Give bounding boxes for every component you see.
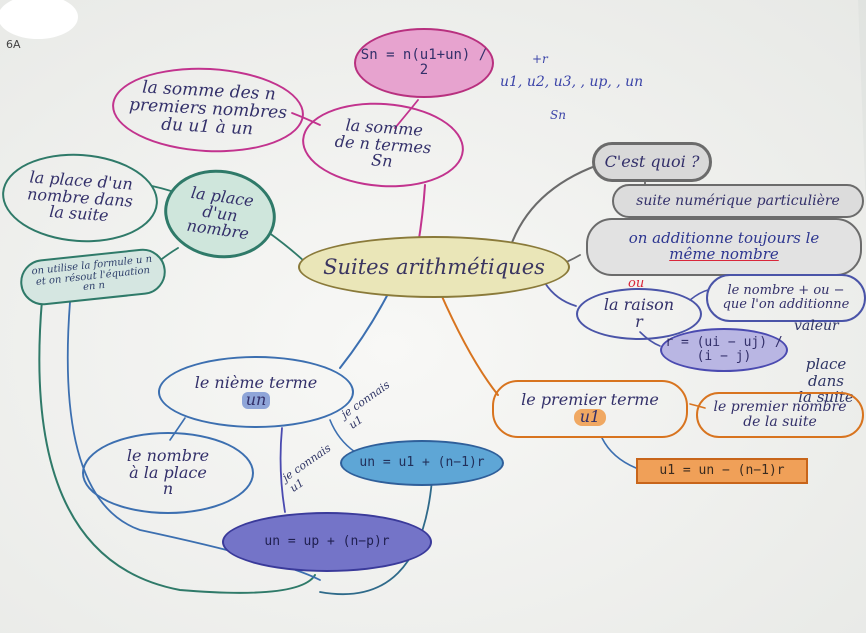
formula-note-text: on utilise la formule u n et on résout l…: [31, 254, 153, 294]
sequence-sum-label: Sn: [550, 108, 566, 122]
sequence-sketch: +r u1, u2, u3, , up, , un Sn: [500, 52, 740, 132]
add-same-number-line1: on additionne toujours le: [628, 229, 820, 248]
formula-u1-node: un = u1 + (n−1)r: [340, 440, 504, 486]
redaction-blob: [0, 0, 78, 39]
numeric-sequence-text: suite numérique particulière: [636, 192, 840, 209]
add-same-number-node: on additionne toujours le même nombre: [586, 218, 862, 276]
formula-up-node: un = up + (n−p)r: [222, 512, 432, 572]
what-is-it-node: C'est quoi ?: [592, 142, 712, 182]
add-same-number-line2: même nombre: [669, 245, 779, 263]
formula-first-term-text: u1 = un − (n−1)r: [659, 463, 785, 479]
central-topic-text: Suites arithmétiques: [323, 254, 545, 279]
common-difference-node: la raison r: [576, 288, 702, 340]
sum-line3: Sn: [370, 150, 394, 172]
number-at-place-line1: le nombre: [126, 445, 210, 465]
formula-first-term-node: u1 = un − (n−1)r: [636, 458, 808, 484]
value-label: valeur: [794, 318, 839, 334]
nth-term-line1: le nième terme: [194, 373, 318, 393]
number-at-place-node: le nombre à la place n: [82, 432, 254, 514]
first-number-line1: le premier nombre: [713, 399, 847, 416]
place-definition-line3: la suite: [48, 202, 110, 226]
difference-formula-text: r = (ui − uj) / (i − j): [665, 335, 783, 364]
what-is-it-text: C'est quoi ?: [604, 151, 700, 171]
first-term-line2: u1: [573, 408, 607, 426]
formula-u1-text: un = u1 + (n−1)r: [359, 455, 485, 471]
number-at-place-line2: à la place: [129, 462, 207, 482]
sequence-terms: u1, u2, u3, , up, , un: [500, 74, 644, 90]
photo-corner-label: 6A: [6, 38, 21, 51]
plus-r-label: +r: [532, 52, 548, 66]
difference-formula-node: r = (ui − uj) / (i − j): [660, 328, 788, 372]
difference-definition-line1: le nombre + ou −: [727, 283, 845, 299]
difference-definition-line2: que l'on additionne: [722, 297, 850, 312]
first-term-line1: le premier terme: [521, 390, 659, 410]
common-difference-line1: la raison: [603, 295, 675, 315]
place-in-sequence-line1: place dans: [805, 355, 847, 390]
sum-definition-line3: du u1 à un: [160, 114, 254, 140]
formula-up-text: un = up + (n−p)r: [264, 534, 390, 550]
common-difference-line2: r: [635, 312, 643, 331]
sum-formula-text: Sn = n(u1+un) / 2: [360, 47, 488, 78]
sum-formula-node: Sn = n(u1+un) / 2: [354, 28, 494, 98]
numeric-sequence-node: suite numérique particulière: [612, 184, 864, 218]
place-line3: nombre: [185, 215, 251, 244]
central-topic-node: Suites arithmétiques: [298, 236, 570, 298]
number-at-place-line3: n: [162, 479, 174, 499]
difference-definition-node: le nombre + ou − que l'on additionne: [706, 274, 866, 322]
nth-term-line2: un: [241, 391, 271, 409]
first-term-node: le premier terme u1: [492, 380, 688, 438]
nth-term-node: le nième terme un: [158, 356, 354, 428]
first-number-node: le premier nombre de la suite: [696, 392, 864, 438]
first-number-line2: de la suite: [743, 414, 817, 430]
